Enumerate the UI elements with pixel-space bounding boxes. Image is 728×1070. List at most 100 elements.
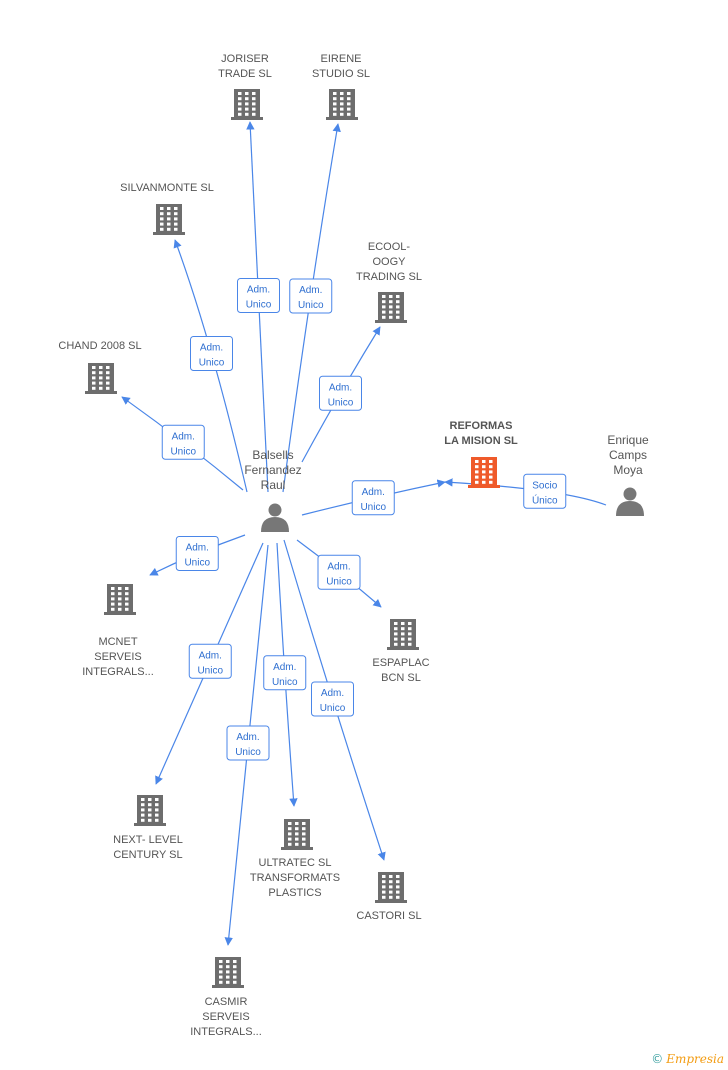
relation-label-line: Unico — [197, 665, 223, 676]
relation-label-line: Adm. — [299, 285, 322, 296]
node-label-line: REFORMAS — [450, 420, 513, 432]
relation-badge[interactable]: Adm. Unico — [317, 554, 361, 590]
node-label-line: SILVANMONTE SL — [120, 182, 214, 194]
node-label-line: MCNET — [98, 636, 137, 648]
node-label-line: TRADING SL — [356, 271, 422, 283]
relation-label-line: Unico — [320, 703, 346, 714]
relation-badge[interactable]: Adm.Unico — [161, 424, 205, 460]
footer-brand: ©Empresia — [651, 1052, 724, 1066]
copyright-icon: © — [651, 1052, 664, 1066]
building-icon — [153, 204, 185, 235]
relation-badge[interactable]: Adm.Unico — [226, 725, 270, 761]
building-icon — [134, 795, 166, 826]
relation-badge[interactable]: Adm.Unico — [311, 681, 354, 717]
building-icon — [375, 872, 407, 903]
relation-label: Adm.Unico — [328, 382, 354, 408]
node-label-line: CHAND 2008 SL — [58, 340, 141, 352]
building-icon — [231, 89, 263, 120]
relation-badge[interactable]: Adm. Unico — [175, 536, 219, 571]
relation-label-line: Unico — [360, 502, 386, 513]
node-casmir[interactable]: CASMIR SERVEIS INTEGRALS... — [190, 957, 262, 1038]
relation-badge[interactable]: Adm.Unico — [190, 336, 233, 371]
node-label-line: STUDIO SL — [312, 68, 370, 80]
person-icon — [261, 503, 289, 532]
relation-badge[interactable]: Adm.Unico — [319, 375, 362, 411]
relation-label-line: Adm. — [273, 662, 296, 673]
relation-label: Adm. Unico — [298, 285, 324, 311]
relation-label: Adm. Unico — [326, 561, 352, 587]
node-label-line: TRANSFORMATS — [250, 872, 340, 884]
relation-badge[interactable]: Adm. Unico — [237, 278, 280, 313]
node-label-line: SERVEIS — [202, 1011, 250, 1023]
relation-label-line: Unico — [272, 677, 298, 688]
building-icon — [212, 957, 244, 988]
relation-label-line: Adm. — [172, 431, 195, 442]
building-icon — [387, 619, 419, 650]
relation-label-line: Adm. — [236, 732, 259, 743]
relation-label-line: Unico — [326, 576, 352, 587]
node-silvanmonte[interactable]: SILVANMONTE SL — [120, 182, 214, 235]
relation-label: Adm.Unico — [320, 688, 346, 714]
node-label: CHAND 2008 SL — [58, 340, 141, 352]
relation-badge[interactable]: Adm.Unico — [188, 643, 232, 679]
node-label-line: INTEGRALS... — [82, 666, 154, 678]
node-label-line: Enrique — [607, 433, 649, 447]
relation-label-line: Unico — [199, 358, 225, 369]
relation-badge[interactable]: Adm. Unico — [263, 655, 307, 691]
node-label-line: OOGY — [372, 256, 406, 268]
person-icon — [616, 487, 644, 516]
relation-label-line: Adm. — [329, 382, 352, 393]
building-icon — [375, 292, 407, 323]
relation-label-line: Adm. — [186, 543, 209, 554]
building-icon — [85, 363, 117, 394]
building-icon — [326, 89, 358, 120]
badges-layer: Adm.UnicoAdm.UnicoAdm.UnicoAdm.UnicoAdm.… — [161, 278, 567, 761]
brand-logo: Empresia — [666, 1052, 724, 1066]
node-label: CASTORI SL — [356, 910, 421, 922]
relation-badge[interactable]: Adm. Unico — [289, 278, 333, 314]
relation-label: Adm.Unico — [170, 431, 196, 457]
node-espaplac[interactable]: ESPAPLAC BCN SL — [372, 619, 430, 684]
node-label-line: ESPAPLAC — [372, 657, 429, 669]
relation-label-line: Adm. — [327, 561, 350, 572]
relation-label-line: Unico — [184, 558, 210, 569]
relation-label: Adm. Unico — [184, 543, 210, 569]
node-label-line: CASMIR — [205, 996, 248, 1008]
node-label-line: Moya — [613, 463, 643, 477]
node-label-line: Fernandez — [244, 463, 301, 477]
node-label-line: Camps — [609, 448, 647, 462]
relation-label-line: Socio — [532, 480, 557, 491]
node-label-line: CASTORI SL — [356, 910, 421, 922]
relation-label-line: Adm. — [362, 487, 385, 498]
node-label-line: BCN SL — [381, 672, 421, 684]
node-label: SILVANMONTE SL — [120, 182, 214, 194]
relation-label-line: Unico — [246, 300, 272, 311]
relation-badge[interactable]: Adm. Unico — [351, 480, 395, 516]
node-label-line: TRADE SL — [218, 68, 272, 80]
node-label-line: NEXT- LEVEL — [113, 834, 183, 846]
relation-label: Adm. Unico — [272, 662, 298, 688]
relation-label-line: Adm. — [247, 285, 270, 296]
node-castori[interactable]: CASTORI SL — [356, 872, 422, 922]
relation-label-line: Unico — [298, 300, 324, 311]
node-label-line: INTEGRALS... — [190, 1026, 262, 1038]
node-chand[interactable]: CHAND 2008 SL — [58, 340, 142, 394]
